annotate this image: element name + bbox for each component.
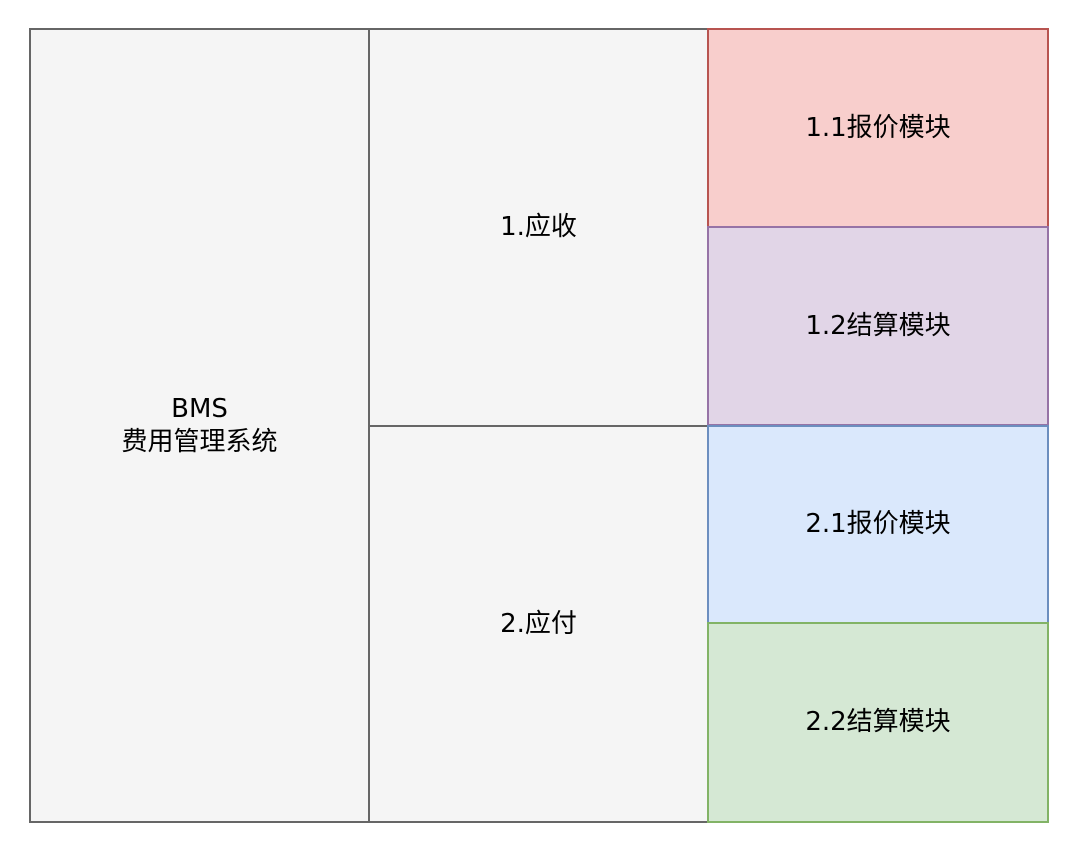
module-payable-settlement-label: 2.2结算模块 xyxy=(805,707,951,738)
branch-receivable: 1.应收 xyxy=(368,28,709,427)
root-node-bms: BMS 费用管理系统 xyxy=(29,28,370,823)
module-payable-quote-label: 2.1报价模块 xyxy=(805,509,951,540)
module-receivable-quote-label: 1.1报价模块 xyxy=(805,112,951,143)
branch-payable: 2.应付 xyxy=(368,425,709,823)
module-payable-settlement: 2.2结算模块 xyxy=(707,622,1049,823)
module-payable-quote: 2.1报价模块 xyxy=(707,425,1049,624)
module-receivable-settlement: 1.2结算模块 xyxy=(707,226,1049,426)
root-title: BMS xyxy=(171,394,228,424)
branch-payable-label: 2.应付 xyxy=(500,608,577,639)
root-subtitle: 费用管理系统 xyxy=(121,426,278,457)
module-receivable-settlement-label: 1.2结算模块 xyxy=(805,310,951,341)
branch-receivable-label: 1.应收 xyxy=(500,212,577,243)
module-receivable-quote: 1.1报价模块 xyxy=(707,28,1049,228)
